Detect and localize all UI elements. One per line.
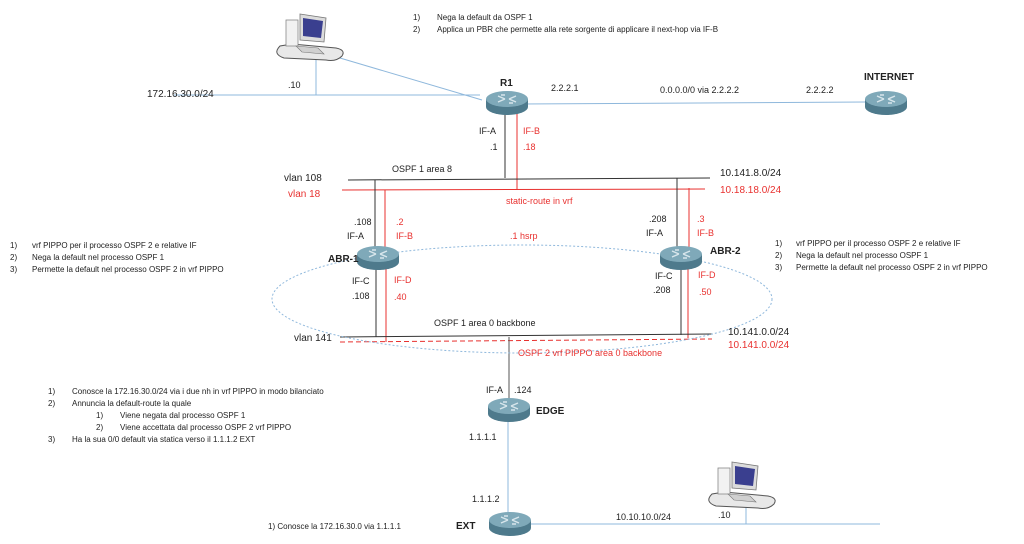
abr1-if-b-label: IF-B: [396, 231, 413, 241]
abr2-if-b-label: IF-B: [697, 228, 714, 238]
vlan108-label: vlan 108: [284, 173, 322, 184]
edge-note-2-num: 2): [48, 399, 55, 408]
ospf2-vrf-label: OSPF 2 vrf PIPPO area 0 backbone: [518, 348, 662, 358]
r1-wan-ip-label: 2.2.2.1: [551, 83, 579, 93]
abr1-if-a-ip-label: .108: [354, 217, 372, 227]
abr1-if-c-ip-label: .108: [352, 291, 370, 301]
desktop-computer-icon[interactable]: [276, 13, 344, 61]
pc-to-r1-link: [339, 57, 483, 101]
r1-note-1: Nega la default da OSPF 1: [437, 13, 533, 22]
hsrp-group-ellipse: [271, 244, 773, 354]
vlan141-segment: [339, 333, 713, 338]
r1-note-2: Applica un PBR che permette alla rete so…: [437, 25, 718, 34]
node-label-abr1: ABR-1: [328, 254, 359, 265]
edge-note-2b-num: 2): [96, 423, 103, 432]
abr2-note-3: Permette la default nel processo OSPF 2 …: [796, 263, 988, 272]
default-route-label: 0.0.0.0/0 via 2.2.2.2: [660, 85, 739, 95]
abr2-note-3-num: 3): [775, 263, 782, 272]
abr2-note-1: vrf PIPPO per il processo OSPF 2 e relat…: [796, 239, 961, 248]
node-label-ext: EXT: [456, 521, 475, 532]
abr2-notes: 1) vrf PIPPO per il processo OSPF 2 e re…: [775, 239, 988, 272]
vlan18-segment: [341, 188, 706, 191]
edge-notes: 1) Conosce la 172.16.30.0/24 via i due n…: [48, 387, 324, 444]
router-icon[interactable]: [659, 245, 703, 271]
abr2-if-d-ip-label: .50: [699, 287, 712, 297]
router-icon[interactable]: [864, 90, 908, 116]
r1-note-2-num: 2): [413, 25, 420, 34]
vlan141-label: vlan 141: [294, 333, 332, 344]
ospf-area8-label: OSPF 1 area 8: [392, 164, 452, 174]
edge-note-3: Ha la sua 0/0 default via statica verso …: [72, 435, 255, 444]
abr2-if-a-ip-label: .208: [649, 214, 667, 224]
edge-note-3-num: 3): [48, 435, 55, 444]
pc-top-ip-label: .10: [288, 80, 301, 90]
abr1-if-d-ip-label: .40: [394, 292, 407, 302]
r1-internet-link: [519, 101, 867, 105]
r1-if-b-ip-label: .18: [523, 142, 536, 152]
abr1-if-b-ip-label: .2: [396, 217, 404, 227]
abr1-note-2-num: 2): [10, 253, 17, 262]
abr1-if-d-label: IF-D: [394, 275, 412, 285]
vlan141-vrf-segment: [339, 338, 713, 343]
abr2-if-a-label: IF-A: [646, 228, 663, 238]
net-10-141-8-label: 10.141.8.0/24: [720, 168, 782, 179]
r1-note-1-num: 1): [413, 13, 420, 22]
edge-note-2a-num: 1): [96, 411, 103, 420]
vlan108-segment: [347, 177, 711, 181]
edge-note-2: Annuncia la default-route la quale: [72, 399, 192, 408]
abr1-note-1: vrf PIPPO per il processo OSPF 2 e relat…: [32, 241, 197, 250]
router-icon[interactable]: [488, 511, 532, 537]
edge-note-1-num: 1): [48, 387, 55, 396]
router-icon[interactable]: [487, 397, 531, 423]
hsrp-label: .1 hsrp: [510, 231, 538, 241]
edge-if-a-label: IF-A: [486, 385, 503, 395]
edge-if-a-ip-label: .124: [514, 385, 532, 395]
ospf-area0-label: OSPF 1 area 0 backbone: [434, 318, 536, 328]
edge-note-1: Conosce la 172.16.30.0/24 via i due nh i…: [72, 387, 324, 396]
edge-note-2b: Viene accettata dal processo OSPF 2 vrf …: [120, 423, 291, 432]
internet-ip-label: 2.2.2.2: [806, 85, 834, 95]
r1-if-b-label: IF-B: [523, 126, 540, 136]
router-icon[interactable]: [356, 245, 400, 271]
r1-notes: 1) Nega la default da OSPF 1 2) Applica …: [413, 13, 718, 34]
abr1-note-3-num: 3): [10, 265, 17, 274]
abr1-note-1-num: 1): [10, 241, 17, 250]
node-label-internet: INTERNET: [864, 72, 914, 83]
vlan18-label: vlan 18: [288, 189, 321, 200]
abr1-note-2: Nega la default nel processo OSPF 1: [32, 253, 165, 262]
abr2-if-c-label: IF-C: [655, 271, 673, 281]
lan-10-10-10-label: 10.10.10.0/24: [616, 512, 671, 522]
net-10-141-0-vrf-label: 10.141.0.0/24: [728, 340, 790, 351]
r1-if-a-label: IF-A: [479, 126, 496, 136]
router-icon[interactable]: [485, 90, 529, 116]
ext-note: 1) Conosce la 172.16.30.0 via 1.1.1.1: [268, 522, 402, 531]
abr1-if-c-label: IF-C: [352, 276, 370, 286]
node-label-abr2: ABR-2: [710, 246, 741, 257]
lan-172-label: 172.16.30.0/24: [147, 89, 214, 100]
ext-ip-label: 1.1.1.2: [472, 494, 500, 504]
abr2-note-2: Nega la default nel processo OSPF 1: [796, 251, 929, 260]
edge-note-2a: Viene negata dal processo OSPF 1: [120, 411, 246, 420]
abr2-if-c-ip-label: .208: [653, 285, 671, 295]
abr2-note-2-num: 2): [775, 251, 782, 260]
abr1-notes: 1) vrf PIPPO per il processo OSPF 2 e re…: [10, 241, 224, 274]
node-label-edge: EDGE: [536, 406, 565, 417]
static-route-vrf-label: static-route in vrf: [506, 196, 573, 206]
abr1-note-3: Permette la default nel processo OSPF 2 …: [32, 265, 224, 274]
node-label-r1: R1: [500, 78, 513, 89]
abr2-note-1-num: 1): [775, 239, 782, 248]
abr2-if-d-label: IF-D: [698, 270, 716, 280]
desktop-computer-icon[interactable]: [708, 461, 776, 509]
abr1-if-a-label: IF-A: [347, 231, 364, 241]
abr2-if-b-ip-label: .3: [697, 214, 705, 224]
edge-wan-ip-label: 1.1.1.1: [469, 432, 497, 442]
net-10-18-18-label: 10.18.18.0/24: [720, 185, 782, 196]
pc-bottom-ip-label: .10: [718, 510, 731, 520]
r1-if-a-ip-label: .1: [490, 142, 498, 152]
net-10-141-0-label: 10.141.0.0/24: [728, 327, 790, 338]
